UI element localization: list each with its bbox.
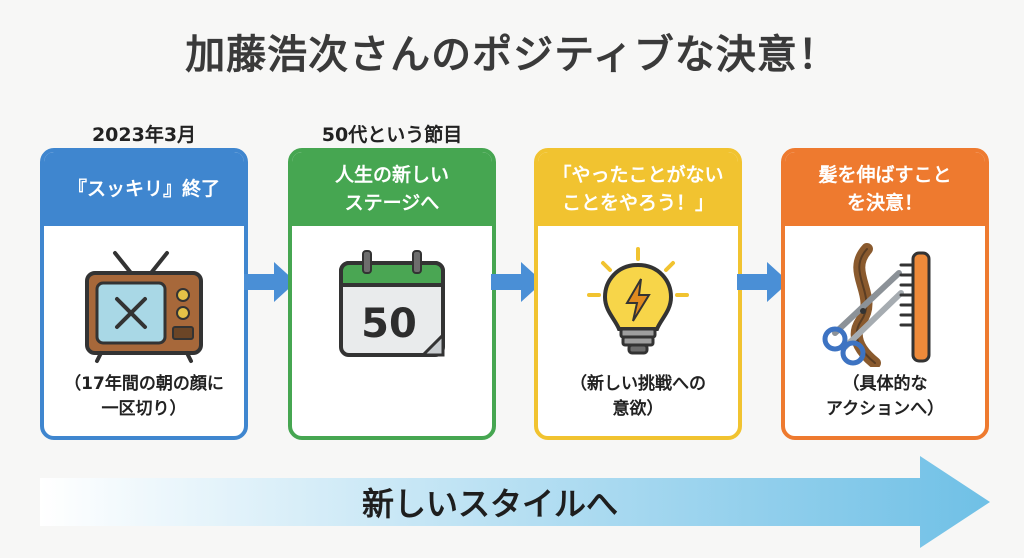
step-card-3-footer: （新しい挑戦への 意欲） bbox=[570, 374, 706, 419]
step-card-3-header: 「やったことがない ことをやろう！」 bbox=[538, 152, 738, 226]
connector-arrow-2 bbox=[491, 262, 543, 302]
scissors-comb-hair-icon bbox=[785, 240, 985, 370]
step-card-2-header-text: 人生の新しい ステージへ bbox=[334, 164, 449, 214]
step-card-1: 『スッキリ』終了 （17年間の朝の顔に 一区切り） bbox=[40, 148, 248, 440]
connector-arrow-3 bbox=[737, 262, 789, 302]
step-card-3-header-text: 「やったことがない ことをやろう！」 bbox=[552, 164, 724, 214]
step-card-3: 「やったことがない ことをやろう！」 （新しい挑戦への 意欲） bbox=[534, 148, 742, 440]
banner-arrow bbox=[40, 456, 990, 548]
connector-arrow-1 bbox=[244, 262, 296, 302]
step-card-1-footer: （17年間の朝の顔に 一区切り） bbox=[64, 374, 224, 419]
step-card-4: 髪を伸ばすこと を決意！ （具体的な アクションへ） bbox=[781, 148, 989, 440]
step-card-4-footer: （具体的な アクションへ） bbox=[825, 374, 945, 419]
calendar-50-icon: 50 bbox=[292, 240, 492, 370]
banner-text: 新しいスタイルへ bbox=[361, 485, 618, 523]
page-title: 加藤浩次さんのポジティブな決意！ bbox=[185, 32, 839, 78]
step-1-label: 2023年3月 bbox=[91, 124, 197, 146]
step-card-1-header: 『スッキリ』終了 bbox=[44, 152, 244, 226]
step-2-label: 50代という節目 bbox=[321, 124, 463, 146]
step-card-2-header: 人生の新しい ステージへ bbox=[292, 152, 492, 226]
step-card-1-header-text: 『スッキリ』終了 bbox=[67, 178, 220, 200]
step-card-4-header-text: 髪を伸ばすこと を決意！ bbox=[818, 164, 952, 214]
step-card-4-header: 髪を伸ばすこと を決意！ bbox=[785, 152, 985, 226]
calendar-number: 50 bbox=[361, 301, 417, 347]
step-card-2: 人生の新しい ステージへ 50 bbox=[288, 148, 496, 440]
crossed-out-tv-icon bbox=[44, 240, 244, 370]
lightbulb-icon bbox=[538, 240, 738, 370]
